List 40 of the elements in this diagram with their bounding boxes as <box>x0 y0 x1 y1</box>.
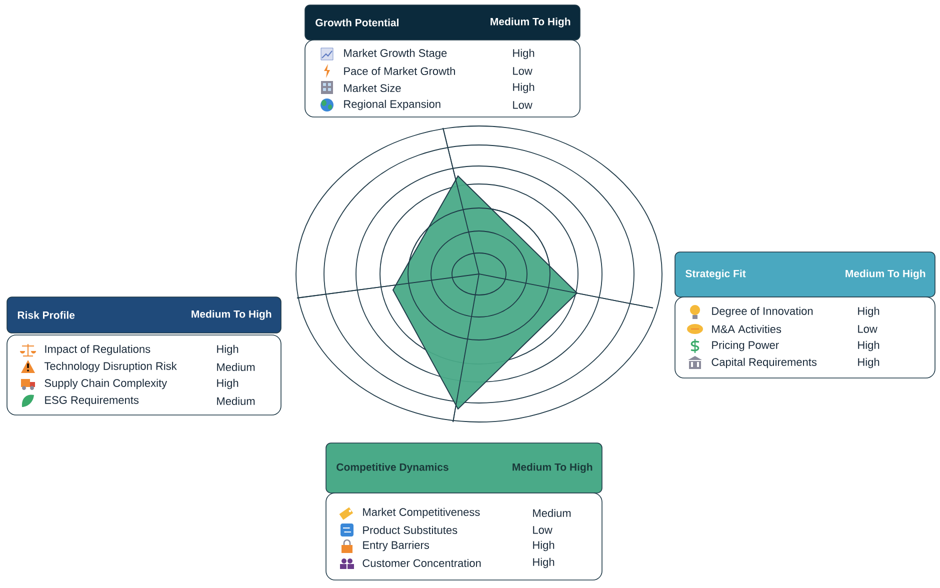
list-box: Impact of Regulations High Technology Disruption Risk Medium Supply Chain Complexity High ESG Requirements Medium <box>6 334 282 416</box>
node-label: Customer Concentration <box>362 558 481 568</box>
node-label: High <box>217 378 238 390</box>
header-box: Competitive Dynamics Medium To High <box>326 442 602 494</box>
node-label: High <box>217 344 238 356</box>
node-label: Market Size <box>344 84 401 92</box>
node-label: Capital Requirements <box>712 358 817 368</box>
list-box: Degree of Innovation High M&A Activities Low Pricing Power High Capital Requirements High <box>674 296 936 378</box>
node-label: ESG Requirements <box>45 396 139 406</box>
list-box: Market Competitiveness Medium Product Substitutes Low Entry Barriers High Customer Concentration High <box>326 492 602 580</box>
node-label: Regional Expansion <box>344 100 440 110</box>
header-box: Strategic Fit Medium To High <box>674 252 936 298</box>
node-label: Technology Disruption Risk <box>44 362 177 372</box>
node-label: High <box>858 340 880 352</box>
node-label: Degree of Innovation <box>712 306 813 318</box>
node-label: Medium <box>217 362 255 372</box>
node-label: Low <box>513 67 532 75</box>
node-label: M&A Activities <box>712 324 782 334</box>
node-label: Entry Barriers <box>363 540 430 552</box>
node-label: High <box>858 358 880 368</box>
node-label: High <box>533 540 554 552</box>
node-label: Market Competitiveness <box>363 508 480 518</box>
node-label: Low <box>533 526 552 534</box>
header-box: Risk Profile Medium To High <box>6 296 282 334</box>
node-label: Supply Chain Complexity <box>44 378 168 390</box>
node-label: Low <box>513 101 532 109</box>
node-label: Medium <box>533 508 571 518</box>
node-label: Medium <box>217 396 255 406</box>
node-label: Market Growth Stage <box>344 48 447 60</box>
node-label: High <box>513 48 534 60</box>
node-label: High <box>513 82 534 94</box>
node-label: High <box>533 558 554 568</box>
node-label: Pace of Market Growth <box>344 66 455 76</box>
header-box: Growth Potential Medium To High <box>304 4 580 40</box>
node-label: Pricing Power <box>712 340 779 352</box>
node-label: Low <box>858 325 878 333</box>
node-label: Product Substitutes <box>363 526 458 534</box>
node-label: Impact of Regulations <box>45 344 150 356</box>
list-box: Market Growth Stage High Pace of Market Growth Low Market Size High Regional Expansion Low <box>304 40 580 118</box>
node-label: High <box>858 306 880 318</box>
